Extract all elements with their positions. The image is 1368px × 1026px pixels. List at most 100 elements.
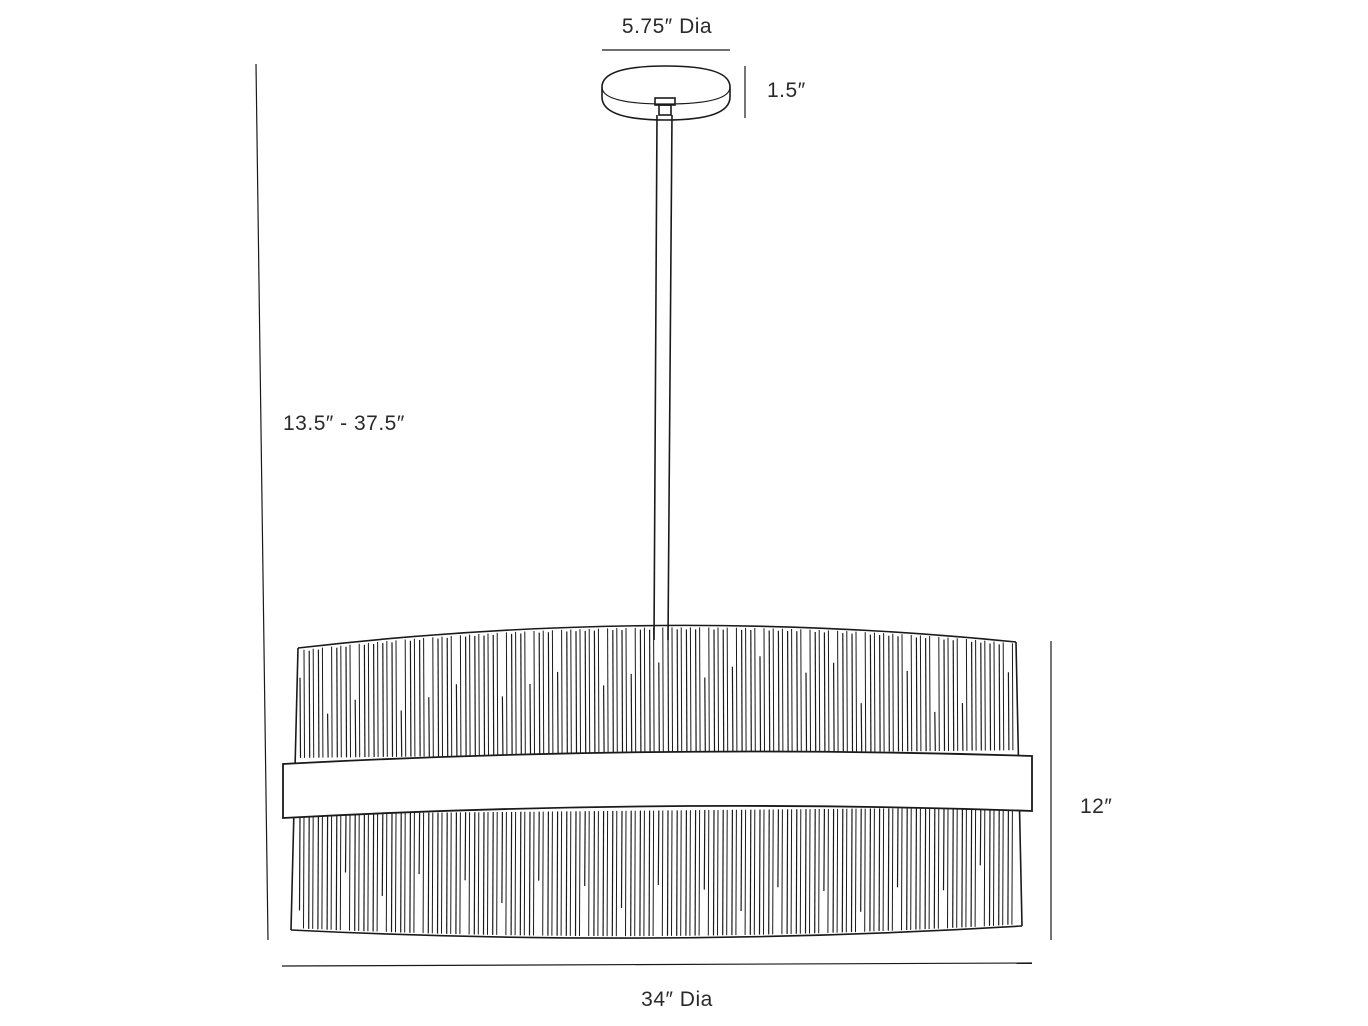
shade-slat xyxy=(676,810,678,936)
shade-slat xyxy=(575,631,578,755)
shade-slat xyxy=(846,631,848,753)
shade-slat xyxy=(671,810,673,936)
shade-slat xyxy=(823,808,826,891)
shade-slat xyxy=(560,811,563,936)
shade-slat xyxy=(455,684,458,757)
shade-slat xyxy=(740,809,743,911)
shade-slat xyxy=(312,648,315,758)
shade-slat xyxy=(841,808,844,933)
shade-slat xyxy=(965,807,967,928)
shade-slat xyxy=(602,685,605,755)
shade-slat xyxy=(482,812,485,935)
shade-slat xyxy=(496,812,498,935)
shade-slat xyxy=(814,631,817,753)
shade-slat xyxy=(998,807,1000,926)
shade-slat xyxy=(551,630,554,756)
shade-slat xyxy=(483,635,486,756)
shade-slat xyxy=(707,810,710,936)
shade-slat xyxy=(468,812,471,935)
shade-slat xyxy=(514,811,517,936)
shade-slat xyxy=(832,662,835,753)
shade-slat xyxy=(363,813,365,932)
shade-slat xyxy=(855,808,857,933)
shade-slat xyxy=(666,810,669,936)
shade-slat xyxy=(345,646,348,758)
shade-slat xyxy=(335,813,338,931)
shade-slat xyxy=(339,813,342,931)
shade-slat xyxy=(818,629,821,753)
shade-slat xyxy=(459,635,462,757)
shade-slat xyxy=(873,632,876,752)
shade-slat xyxy=(845,808,848,933)
shade-slat xyxy=(869,808,872,932)
shade-slat xyxy=(901,634,903,752)
shade-slat xyxy=(496,632,499,756)
shade-slat xyxy=(694,810,697,936)
shade-slat xyxy=(413,812,415,933)
shade-slat xyxy=(763,628,765,753)
overall-height-label: 13.5″ - 37.5″ xyxy=(283,412,405,435)
shade-slat xyxy=(827,630,830,753)
shade-slat xyxy=(569,811,572,936)
shade-slat xyxy=(887,808,890,931)
shade-slat xyxy=(423,638,425,757)
shade-slat xyxy=(929,636,931,752)
canopy xyxy=(601,65,731,121)
shade-slat xyxy=(634,627,637,755)
shade-slat xyxy=(465,636,467,757)
shade-slat xyxy=(523,811,526,936)
shade-slat xyxy=(413,638,416,757)
shade-slat xyxy=(795,809,798,934)
shade-slat xyxy=(464,812,467,881)
canopy-height-label: 1.5″ xyxy=(767,79,806,102)
shade-slat xyxy=(961,703,964,751)
shade-slat xyxy=(713,629,716,754)
shade-slat xyxy=(510,811,513,936)
shade-slat xyxy=(565,811,568,936)
shade-slat xyxy=(657,810,660,885)
shade-slat xyxy=(639,629,642,755)
shade-slat xyxy=(661,810,664,936)
shade-slat xyxy=(744,809,747,935)
shade-slat xyxy=(947,807,949,929)
shade-slat xyxy=(989,643,992,751)
shade-slat xyxy=(653,627,655,755)
shade-slat xyxy=(892,633,894,752)
shade-slat xyxy=(671,627,673,754)
shade-slat xyxy=(547,632,550,756)
shade-slat xyxy=(717,627,719,754)
shade-slat xyxy=(915,637,918,752)
shade-slat xyxy=(658,662,660,754)
shade-slat xyxy=(602,811,605,937)
shade-slat xyxy=(533,630,535,756)
shade-diameter-line xyxy=(281,962,1033,967)
shade-slat xyxy=(731,809,734,936)
shade-slat xyxy=(786,809,789,934)
shade-slat xyxy=(556,811,559,936)
shade-slat xyxy=(515,631,517,756)
shade-slat xyxy=(842,633,844,753)
shade-slat xyxy=(579,811,581,936)
shade-slat xyxy=(758,809,761,935)
shade-slat xyxy=(298,813,301,911)
shade-slat xyxy=(860,808,862,912)
shade-slat xyxy=(800,629,802,753)
shade-slat xyxy=(404,812,406,933)
shade-slat xyxy=(708,627,710,754)
shade-slat xyxy=(689,810,691,936)
shade-slat xyxy=(437,638,440,757)
shade-slat xyxy=(906,670,909,752)
shade-slat xyxy=(395,812,397,933)
shade-slat xyxy=(331,646,333,758)
shade-slat xyxy=(882,808,885,932)
shade-slat xyxy=(772,628,775,753)
shade-slat xyxy=(634,810,636,937)
shade-slat xyxy=(317,813,319,930)
shade-slat xyxy=(422,812,425,934)
shade-slat xyxy=(382,643,384,757)
shade-slat xyxy=(327,713,329,758)
shade-slat xyxy=(450,812,452,934)
shade-slat xyxy=(321,647,324,758)
shade-slat xyxy=(597,628,600,755)
shade-slat xyxy=(441,636,443,757)
